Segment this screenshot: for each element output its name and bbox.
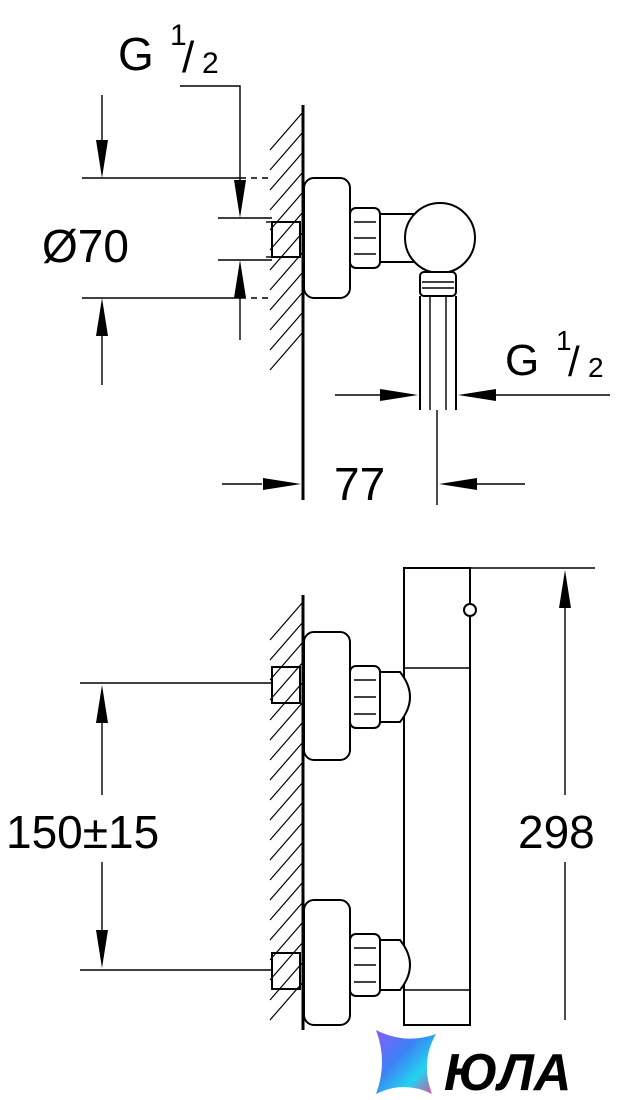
- front-view: 150±15 298: [6, 567, 595, 1030]
- valve-body-circle: [404, 202, 476, 274]
- temperature-knob-mark: [463, 603, 477, 617]
- thread-label-right-slash: /: [568, 338, 580, 385]
- leader-thread-top: [180, 85, 241, 180]
- escutcheon-top: [303, 177, 351, 299]
- upper-inlet-stub: [271, 666, 301, 704]
- thread-label-top-num: 1: [170, 19, 187, 52]
- thread-label-top-base: G: [118, 28, 154, 80]
- spacing-label: 150±15: [6, 806, 159, 858]
- depth-label: 77: [334, 458, 385, 510]
- wall-hatching-bottom: [269, 601, 304, 1021]
- spacing-arrow-bottom: [96, 930, 108, 968]
- height-arrow-top: [559, 570, 571, 608]
- thread-label-right-base: G: [505, 336, 539, 385]
- lower-escutcheon: [303, 899, 351, 1026]
- spacing-arrow-top: [96, 685, 108, 723]
- diameter-label: Ø70: [42, 220, 129, 272]
- thread-label-top-slash: /: [182, 33, 195, 82]
- lower-inlet-stub: [271, 952, 301, 990]
- yula-logo-icon: [376, 1030, 436, 1094]
- side-view: G 1 / 2 Ø70 G 1 / 2 77: [42, 19, 610, 510]
- thread-label-right-num: 1: [556, 325, 572, 356]
- lower-connector: [379, 939, 411, 991]
- watermark-text: ЮЛА: [444, 1044, 571, 1100]
- watermark: ЮЛА: [376, 1030, 571, 1100]
- height-label: 298: [518, 806, 595, 858]
- upper-escutcheon: [303, 631, 351, 761]
- mixer-body: [403, 567, 471, 1026]
- wall-hatching-top: [269, 111, 304, 371]
- outlet-fitting: [419, 271, 457, 297]
- thread-label-right-den: 2: [588, 352, 604, 383]
- inlet-stub: [271, 221, 301, 258]
- upper-connector: [379, 671, 411, 723]
- thread-label-top-den: 2: [202, 47, 219, 80]
